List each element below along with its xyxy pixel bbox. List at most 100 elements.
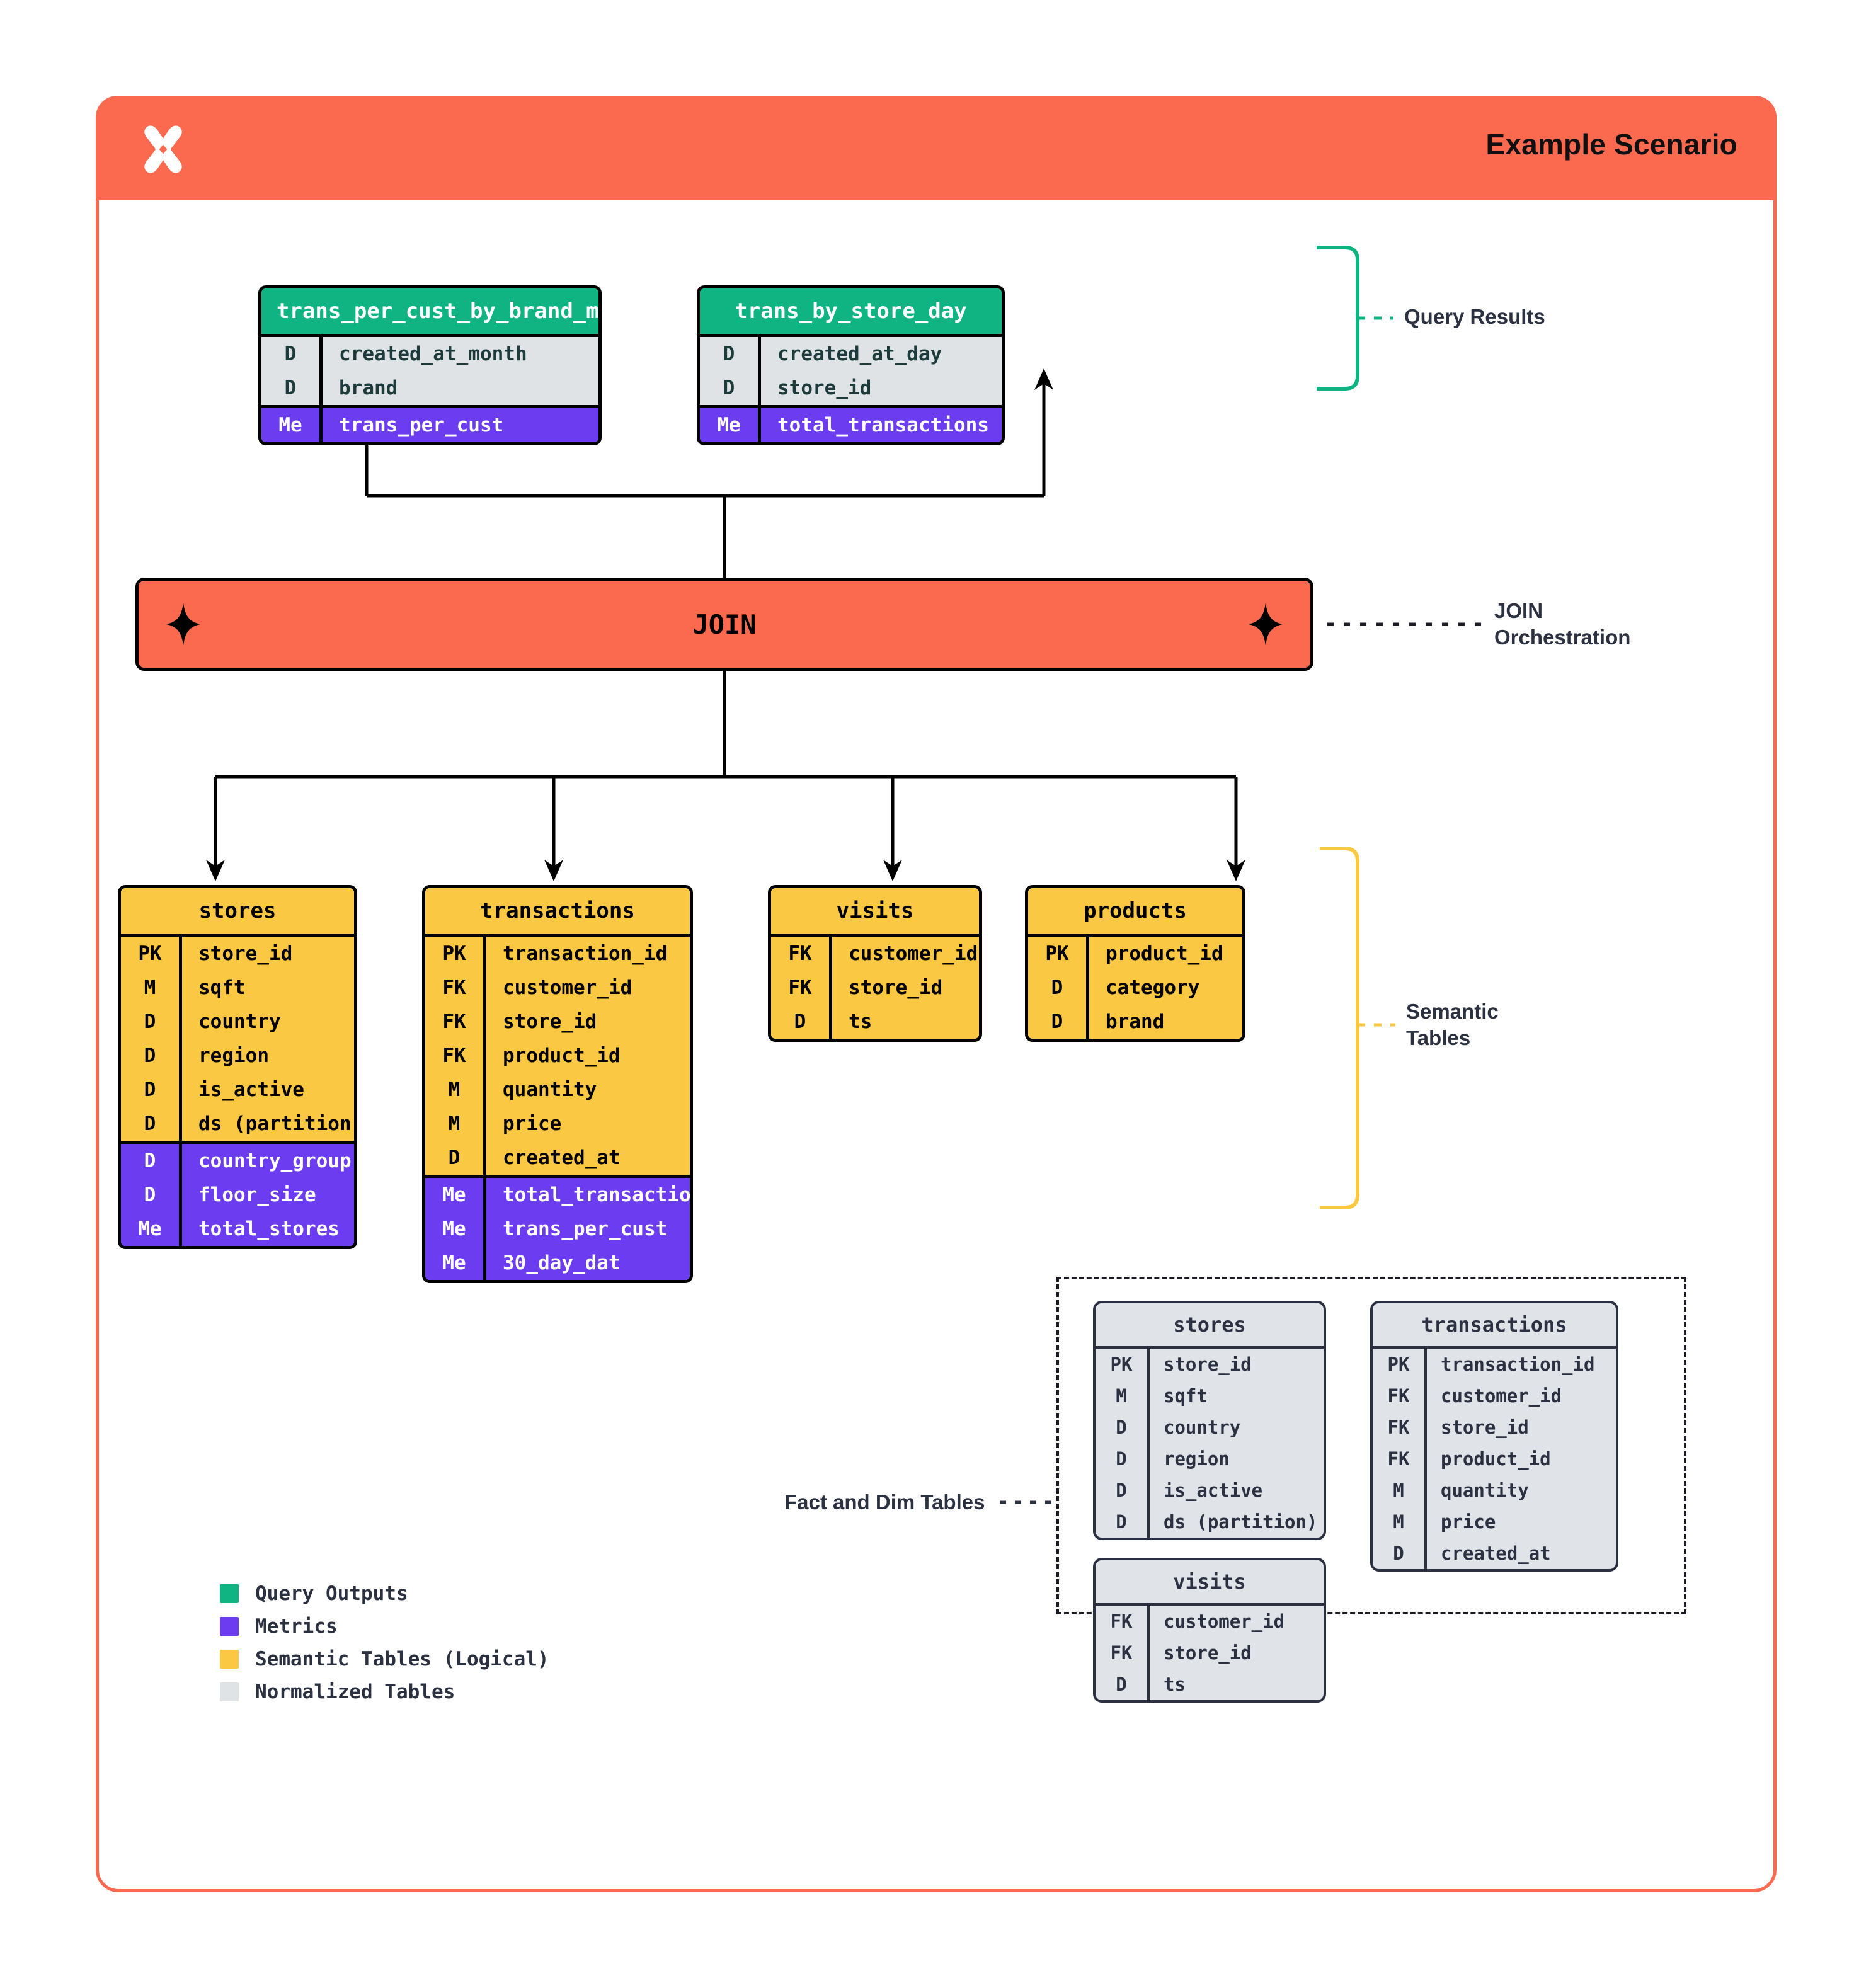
field-name: transaction_id: [1424, 1349, 1616, 1380]
field-key: M: [1393, 1480, 1404, 1501]
legend-label: Query Outputs: [255, 1582, 408, 1605]
metric-section: Me total_transactions: [700, 405, 1002, 442]
field-name: brand: [1086, 1005, 1242, 1039]
field-name: ds (partition): [1147, 1506, 1324, 1538]
field-name: store_id: [1147, 1349, 1324, 1380]
field-key: FK: [788, 942, 812, 965]
field-name: ts: [829, 1005, 979, 1039]
query-result-table-trans-per-cust-by-brand-month[interactable]: trans_per_cust_by_brand_month D created_…: [258, 285, 602, 445]
field-key: Me: [442, 1218, 466, 1240]
field-name: brand: [319, 371, 598, 405]
field-name: created_at_month: [319, 337, 598, 371]
field-name: ds (partition): [179, 1107, 354, 1141]
field-name: transaction_id: [483, 937, 690, 971]
table-row: PK store_id: [1096, 1349, 1324, 1380]
field-key: D: [144, 1044, 156, 1067]
field-name: created_at: [1424, 1538, 1616, 1569]
field-key: M: [144, 976, 156, 999]
field-name: price: [483, 1107, 690, 1141]
annotation-fact-and-dim: Fact and Dim Tables: [784, 1490, 985, 1514]
table-header-name: products: [1028, 888, 1242, 934]
scenario-card: Example Scenario: [96, 96, 1777, 1892]
legend-item: Query Outputs: [220, 1582, 549, 1605]
field-key: FK: [1387, 1385, 1410, 1407]
field-key: D: [1393, 1543, 1404, 1564]
field-key: PK: [1110, 1354, 1133, 1375]
field-key: PK: [138, 942, 162, 965]
field-name: customer_id: [829, 937, 979, 971]
field-name: floor_size: [179, 1178, 354, 1212]
table-row: D created_at_day: [700, 337, 1002, 371]
field-key: D: [144, 1184, 156, 1206]
table-row: FK customer_id: [771, 937, 979, 971]
field-name: 30_day_dat: [483, 1246, 690, 1280]
legend-label: Normalized Tables: [255, 1681, 455, 1703]
field-key: Me: [442, 1184, 466, 1206]
field-key: M: [448, 1078, 461, 1101]
field-key: D: [1116, 1511, 1127, 1533]
field-name: trans_per_cust: [483, 1212, 690, 1246]
field-key: D: [284, 377, 297, 399]
table-row: Me trans_per_cust: [425, 1212, 690, 1246]
field-name: total_transactions: [758, 408, 1002, 442]
field-name: sqft: [1147, 1380, 1324, 1412]
field-name: is_active: [179, 1073, 354, 1107]
legend-label: Semantic Tables (Logical): [255, 1648, 549, 1671]
sparkle-icon: [1249, 603, 1283, 646]
field-name: category: [1086, 971, 1242, 1005]
field-name: country: [1147, 1412, 1324, 1443]
table-header-name: visits: [1096, 1560, 1324, 1603]
field-name: product_id: [1424, 1443, 1616, 1475]
field-name: trans_per_cust: [319, 408, 598, 442]
legend-item: Metrics: [220, 1615, 549, 1638]
field-name: customer_id: [483, 971, 690, 1005]
field-key: D: [1051, 1010, 1063, 1033]
field-key: D: [448, 1146, 461, 1169]
field-name: total_stores: [179, 1212, 354, 1246]
join-orchestration-bar[interactable]: JOIN: [135, 578, 1313, 671]
legend-swatch-semantic-tables: [220, 1650, 239, 1669]
table-header-name: trans_per_cust_by_brand_month: [261, 288, 598, 334]
field-name: region: [179, 1039, 354, 1073]
field-key: D: [1051, 976, 1063, 999]
annotation-join-orchestration: JOIN Orchestration: [1494, 599, 1631, 649]
legend-swatch-metrics: [220, 1617, 239, 1636]
table-header-name: stores: [121, 888, 354, 934]
metric-section: Me trans_per_cust: [261, 405, 598, 442]
field-name: created_at_day: [758, 337, 1002, 371]
field-name: quantity: [1424, 1475, 1616, 1506]
query-result-table-trans-by-store-day[interactable]: trans_by_store_day D created_at_day D st…: [697, 285, 1005, 445]
